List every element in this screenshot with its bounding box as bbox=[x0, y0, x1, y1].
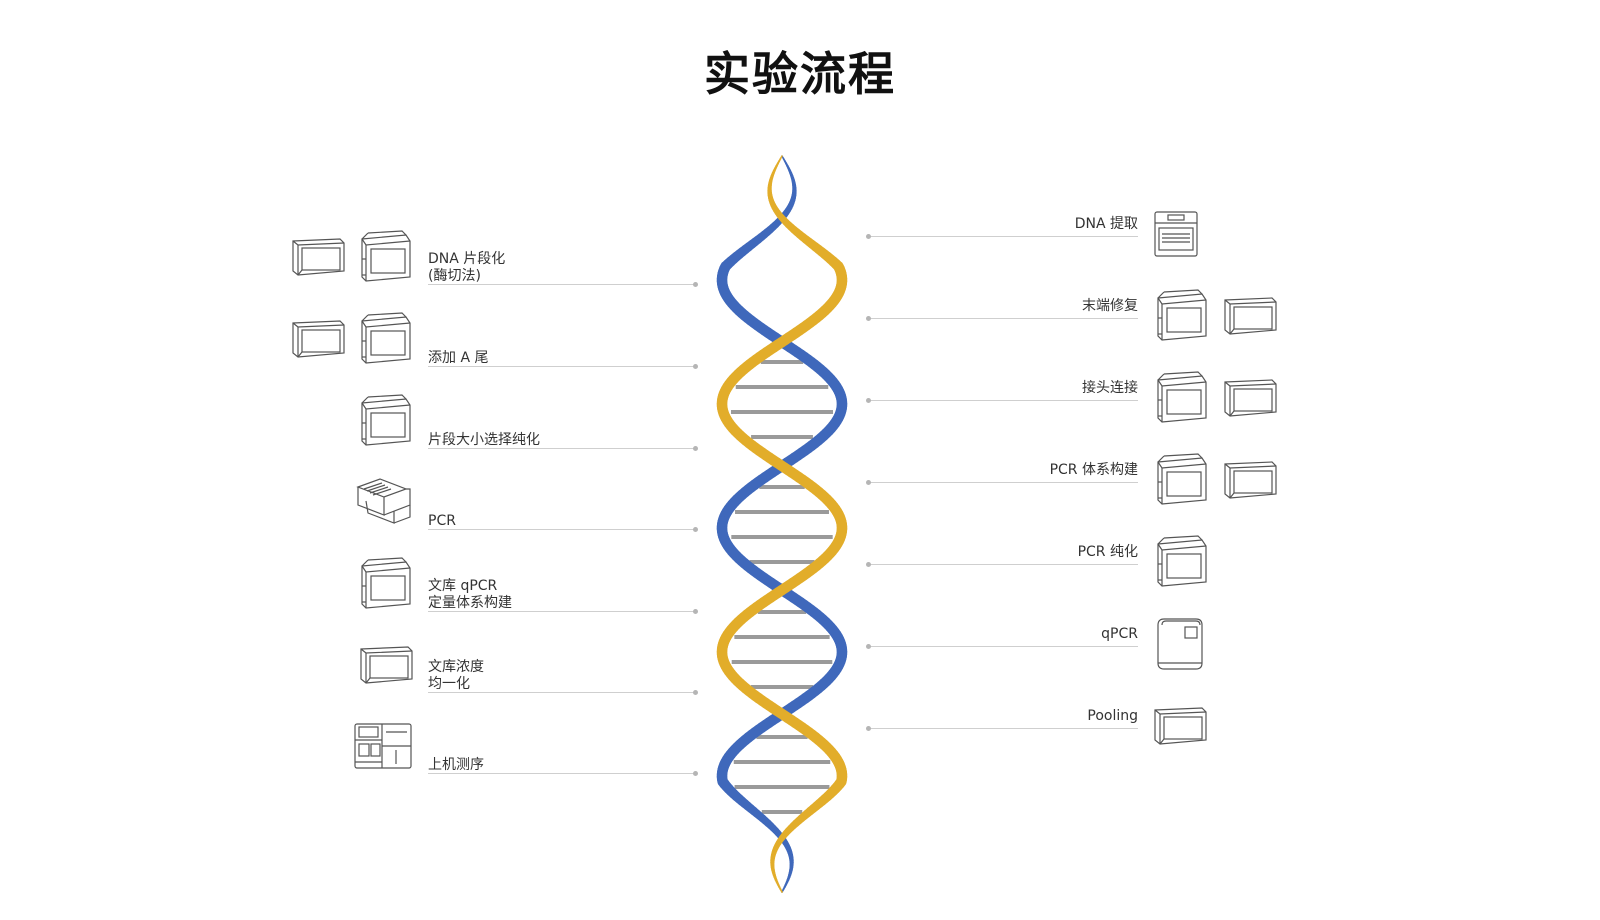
step-label-line: PCR 纯化 bbox=[1077, 544, 1138, 560]
thermal-cycler-icon bbox=[1152, 452, 1210, 508]
connector-line bbox=[428, 692, 696, 693]
extractor-icon bbox=[1152, 209, 1200, 259]
step-label: 上机测序 bbox=[428, 757, 484, 774]
step-label: PCR 体系构建 bbox=[1050, 462, 1138, 479]
connector-dot bbox=[693, 282, 698, 287]
plate-reader-icon bbox=[1222, 376, 1278, 420]
thermal-cycler-icon bbox=[1152, 288, 1210, 344]
process-step: PCR 纯化 bbox=[866, 524, 1138, 567]
connector-line bbox=[428, 529, 696, 530]
process-step: 末端修复 bbox=[866, 278, 1138, 321]
step-label: DNA 提取 bbox=[1075, 216, 1138, 233]
connector-dot bbox=[693, 690, 698, 695]
process-step: PCR bbox=[428, 489, 700, 532]
connector-dot bbox=[693, 446, 698, 451]
plate-reader-icon bbox=[358, 643, 414, 687]
step-label-line: 定量体系构建 bbox=[428, 595, 512, 611]
connector-line bbox=[868, 236, 1138, 237]
connector-dot bbox=[866, 316, 871, 321]
step-label: DNA 片段化(酶切法) bbox=[428, 251, 505, 285]
step-label: 文库浓度均一化 bbox=[428, 659, 484, 693]
dna-helix-illustration bbox=[716, 155, 848, 893]
connector-dot bbox=[866, 398, 871, 403]
base-pair-rungs bbox=[730, 360, 834, 814]
step-label: PCR 纯化 bbox=[1078, 544, 1138, 561]
plate-reader-icon bbox=[1222, 294, 1278, 338]
step-label: Pooling bbox=[1087, 708, 1138, 725]
step-label-line: DNA 片段化 bbox=[428, 251, 506, 267]
connector-line bbox=[428, 366, 696, 367]
step-label-line: (酶切法) bbox=[428, 268, 481, 284]
thermal-cycler-icon bbox=[1152, 534, 1210, 590]
step-label-line: 片段大小选择纯化 bbox=[428, 432, 540, 448]
qpcr-instrument-icon bbox=[1152, 615, 1206, 673]
connector-dot bbox=[693, 771, 698, 776]
process-step: DNA 提取 bbox=[866, 196, 1138, 239]
step-label-line: 文库 qPCR bbox=[428, 578, 498, 594]
step-label-line: 文库浓度 bbox=[428, 659, 484, 675]
process-step: qPCR bbox=[866, 606, 1138, 649]
connector-line bbox=[868, 646, 1138, 647]
step-label: 末端修复 bbox=[1082, 298, 1138, 315]
thermal-cycler-icon bbox=[356, 311, 414, 367]
plate-reader-icon bbox=[1222, 458, 1278, 502]
connector-line bbox=[868, 564, 1138, 565]
step-label-line: 上机测序 bbox=[428, 757, 484, 773]
sequencer-icon bbox=[352, 720, 414, 772]
connector-line bbox=[428, 773, 696, 774]
connector-line bbox=[868, 318, 1138, 319]
step-label: qPCR bbox=[1101, 626, 1138, 643]
step-label-line: DNA 提取 bbox=[1074, 216, 1138, 232]
step-label-line: 均一化 bbox=[428, 676, 470, 692]
step-label-line: 接头连接 bbox=[1082, 380, 1138, 396]
step-label-line: 添加 A 尾 bbox=[428, 350, 489, 366]
connector-dot bbox=[866, 480, 871, 485]
connector-line bbox=[868, 400, 1138, 401]
dna-strand-gold bbox=[779, 888, 783, 893]
connector-line bbox=[868, 482, 1138, 483]
connector-dot bbox=[693, 527, 698, 532]
process-step: 片段大小选择纯化 bbox=[428, 408, 700, 451]
step-label-line: 末端修复 bbox=[1082, 298, 1138, 314]
process-step: DNA 片段化(酶切法) bbox=[428, 244, 700, 287]
step-label-line: qPCR bbox=[1101, 626, 1138, 642]
step-label: 添加 A 尾 bbox=[428, 350, 488, 367]
connector-dot bbox=[866, 726, 871, 731]
thermal-cycler-icon bbox=[1152, 370, 1210, 426]
connector-dot bbox=[866, 234, 871, 239]
step-label: PCR bbox=[428, 513, 456, 530]
process-step: 添加 A 尾 bbox=[428, 326, 700, 369]
process-step: PCR 体系构建 bbox=[866, 442, 1138, 485]
thermal-cycler-icon bbox=[356, 556, 414, 612]
step-label: 接头连接 bbox=[1082, 380, 1138, 397]
step-label-line: Pooling bbox=[1087, 708, 1138, 724]
step-label-line: PCR bbox=[428, 513, 456, 529]
plate-reader-icon bbox=[290, 235, 346, 279]
connector-dot bbox=[866, 562, 871, 567]
plate-reader-icon bbox=[1152, 704, 1208, 748]
plate-reader-icon bbox=[290, 317, 346, 361]
connector-dot bbox=[693, 609, 698, 614]
page-title: 实验流程 bbox=[704, 47, 896, 101]
process-step: 文库浓度均一化 bbox=[428, 652, 700, 695]
connector-line bbox=[428, 448, 696, 449]
step-label: 片段大小选择纯化 bbox=[428, 432, 540, 449]
connector-line bbox=[428, 284, 696, 285]
process-step: 接头连接 bbox=[866, 360, 1138, 403]
step-label-line: PCR 体系构建 bbox=[1049, 462, 1138, 478]
thermal-cycler-icon bbox=[356, 393, 414, 449]
pcr-drawer-icon bbox=[354, 475, 414, 529]
connector-dot bbox=[866, 644, 871, 649]
connector-line bbox=[428, 611, 696, 612]
process-step: Pooling bbox=[866, 688, 1138, 731]
thermal-cycler-icon bbox=[356, 229, 414, 285]
connector-line bbox=[868, 728, 1138, 729]
process-step: 上机测序 bbox=[428, 733, 700, 776]
connector-dot bbox=[693, 364, 698, 369]
